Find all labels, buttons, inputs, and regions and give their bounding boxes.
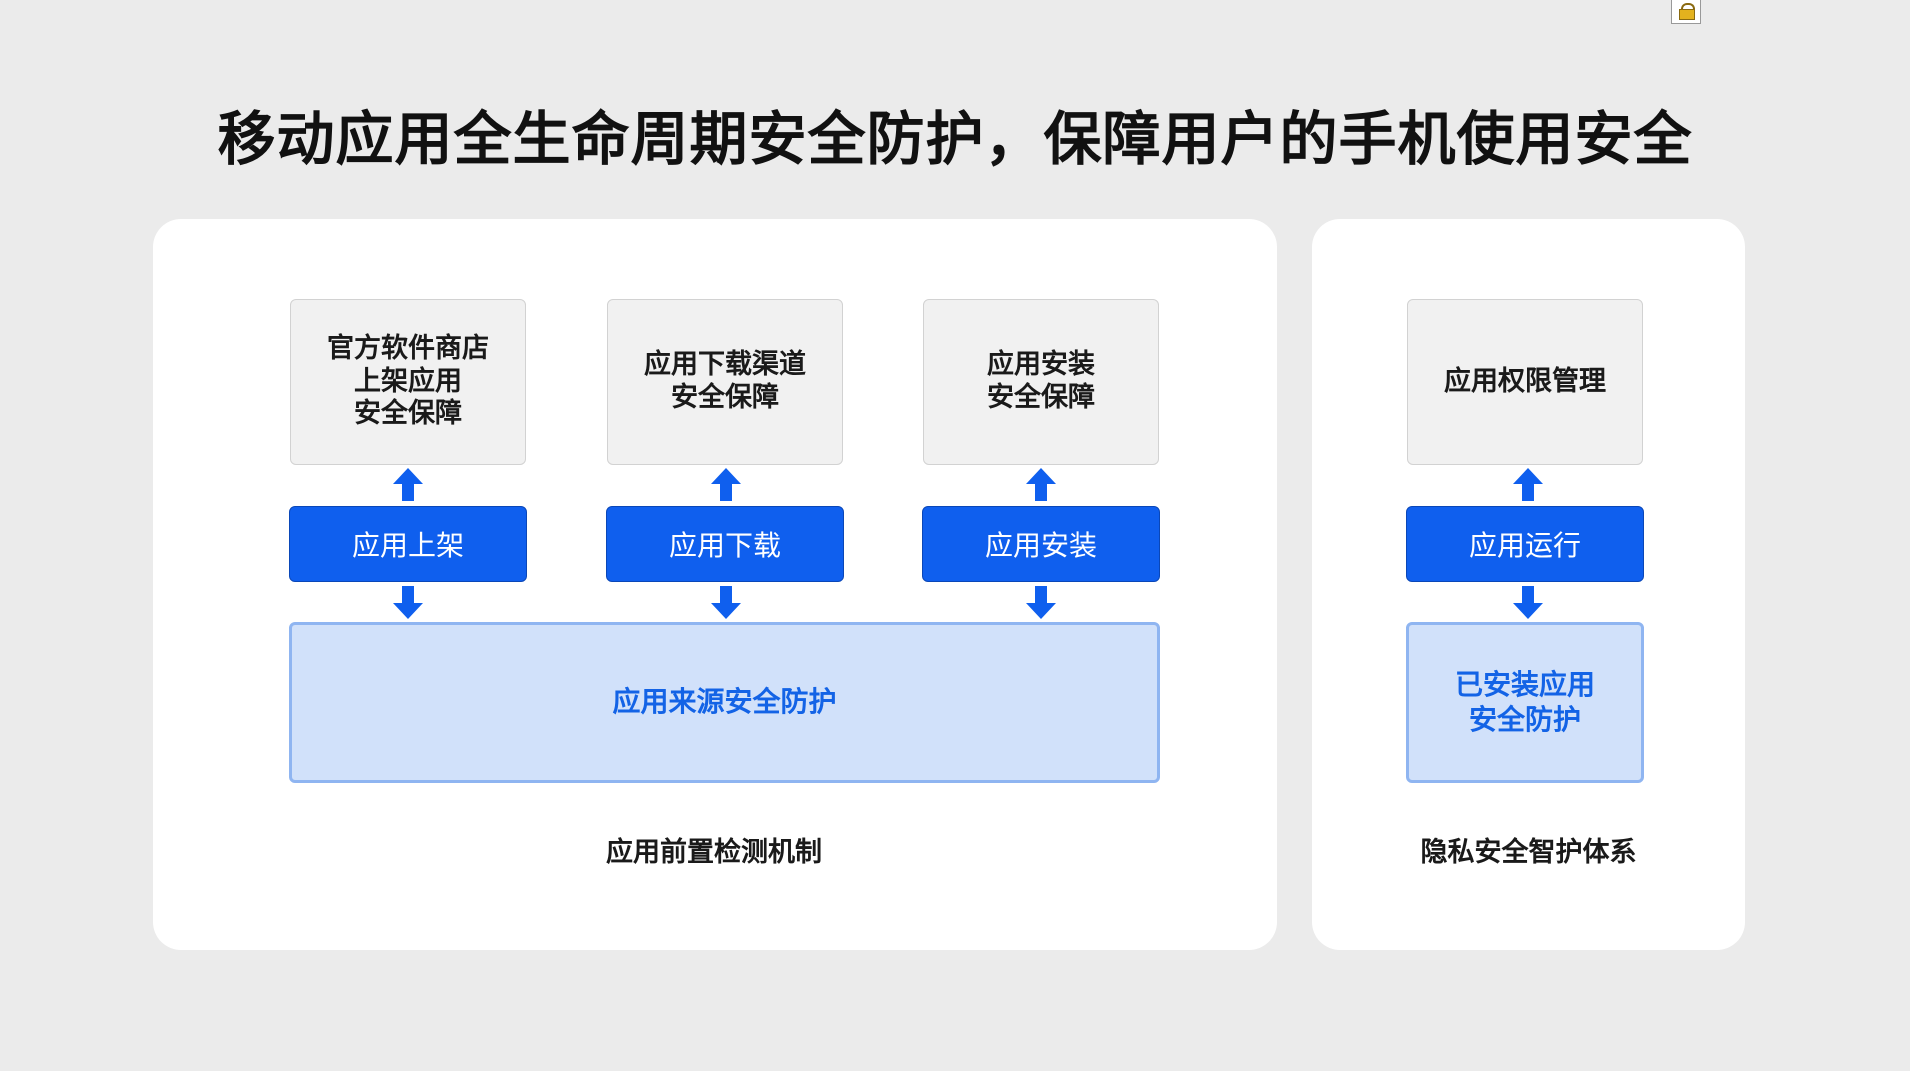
arrow-up-icon	[1026, 468, 1056, 501]
permission-management-box: 应用权限管理	[1407, 299, 1643, 465]
arrow-up-icon	[711, 468, 741, 501]
page-title: 移动应用全生命周期安全防护，保障用户的手机使用安全	[217, 105, 1693, 173]
stage-app-install: 应用安装	[922, 506, 1160, 582]
store-listing-security-box: 官方软件商店 上架应用 安全保障	[290, 299, 526, 465]
stage-app-download: 应用下载	[606, 506, 844, 582]
privacy-protection-caption: 隐私安全智护体系	[1420, 837, 1637, 868]
arrow-down-icon	[393, 586, 423, 619]
installed-app-protection-box: 已安装应用 安全防护	[1406, 622, 1644, 783]
pre-detection-caption: 应用前置检测机制	[606, 837, 822, 868]
arrow-down-icon	[1026, 586, 1056, 619]
arrow-up-icon	[1513, 468, 1543, 501]
install-security-box: 应用安装 安全保障	[923, 299, 1159, 465]
lock-icon	[1671, 0, 1701, 24]
stage-app-listing: 应用上架	[289, 506, 527, 582]
stage-app-running: 应用运行	[1406, 506, 1644, 582]
app-source-protection-box: 应用来源安全防护	[289, 622, 1160, 783]
download-channel-security-box: 应用下载渠道 安全保障	[607, 299, 843, 465]
arrow-down-icon	[1513, 586, 1543, 619]
arrow-down-icon	[711, 586, 741, 619]
arrow-up-icon	[393, 468, 423, 501]
